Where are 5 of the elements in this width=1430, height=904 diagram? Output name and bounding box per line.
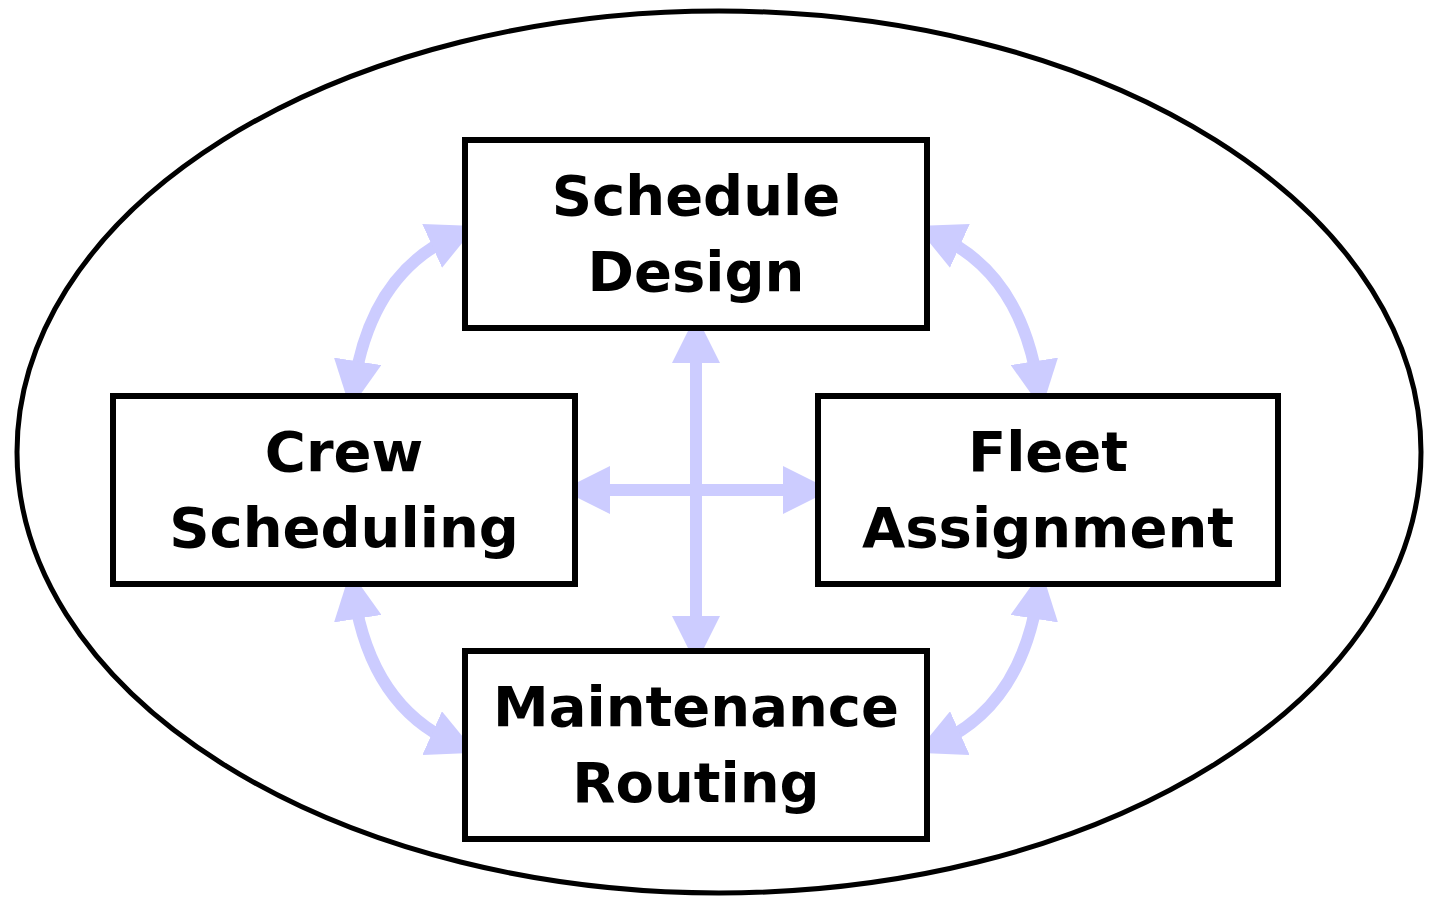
ellipse-frame: [14, 8, 1424, 896]
process-box: Crew Scheduling: [110, 393, 578, 587]
process-box: Schedule Design: [462, 137, 930, 331]
process-box: Fleet Assignment: [815, 393, 1281, 587]
process-box: Maintenance Routing: [462, 648, 930, 842]
